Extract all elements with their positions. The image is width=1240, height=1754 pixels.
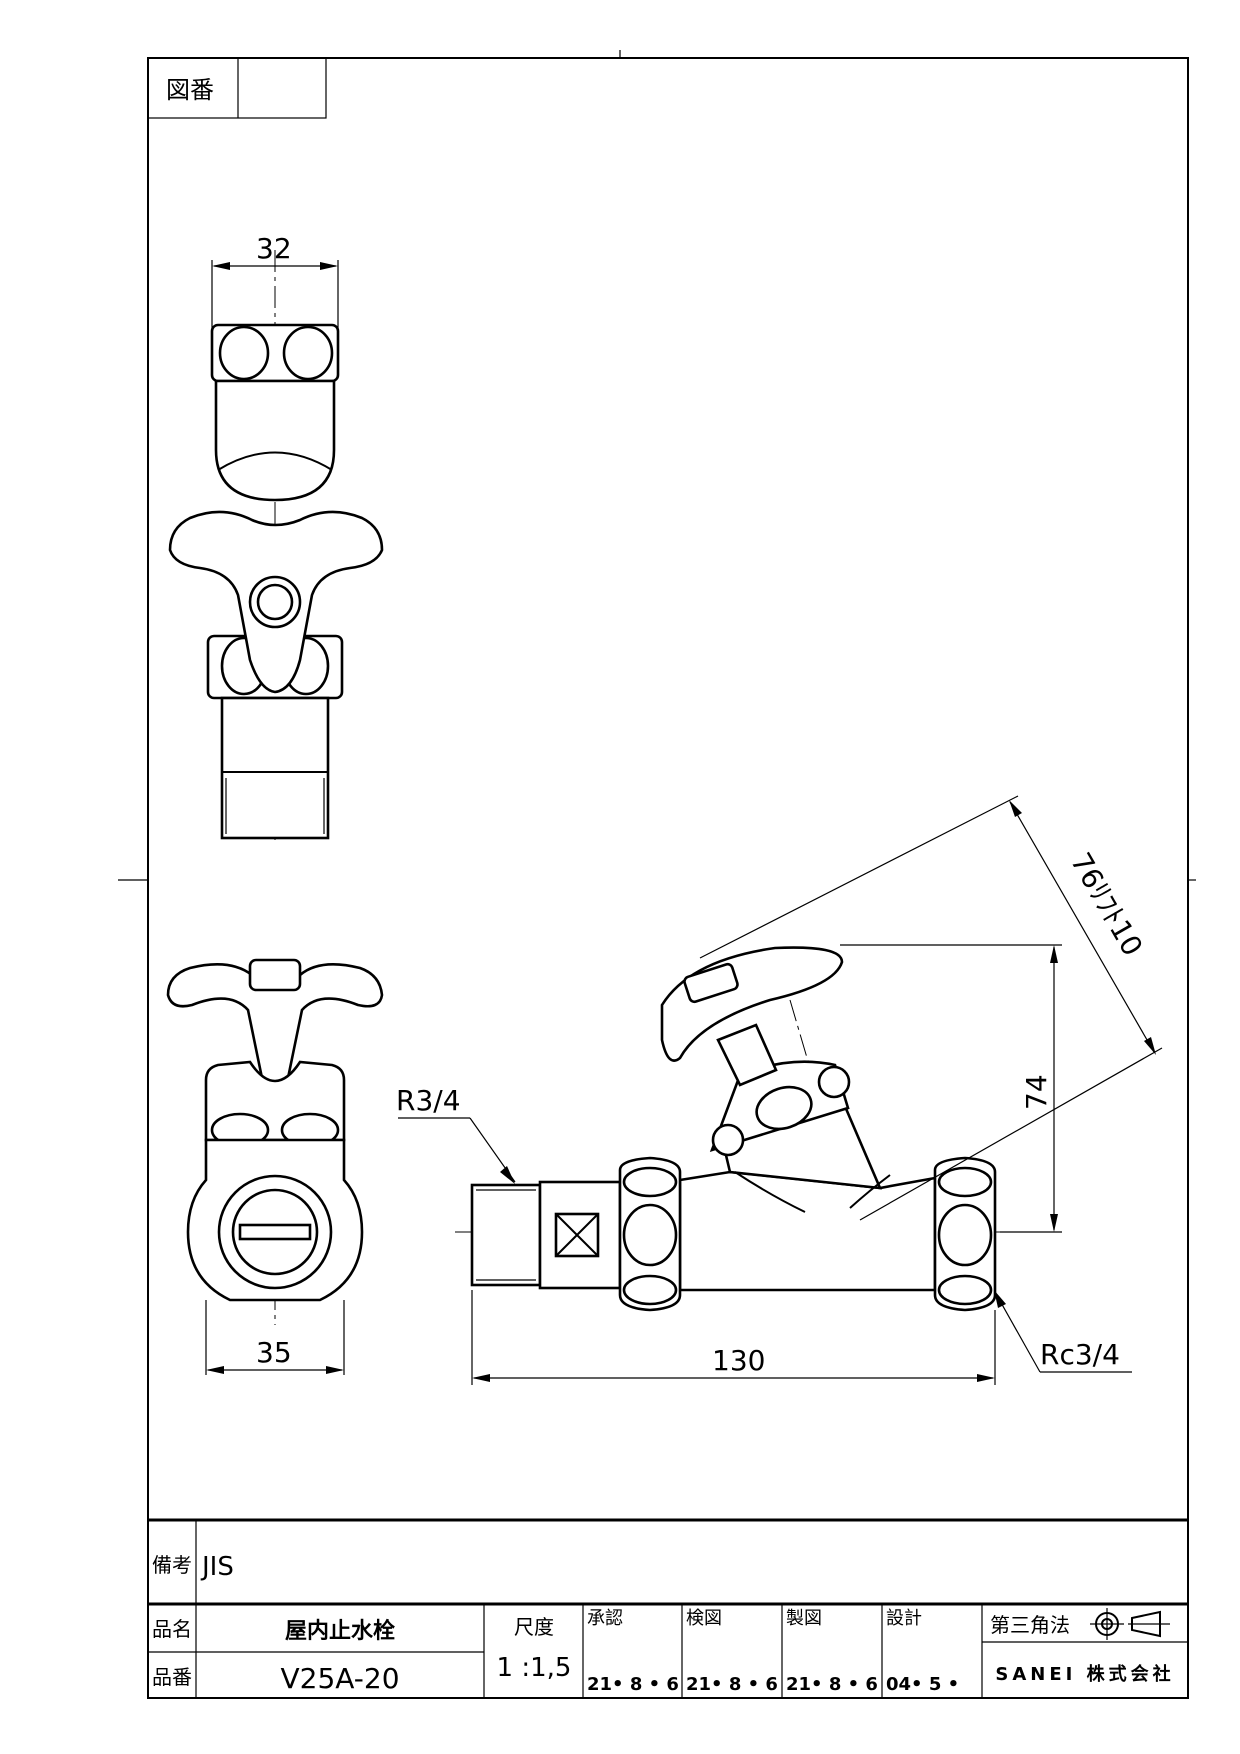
dim-lift-ext-top xyxy=(699,795,1019,959)
dim-32-arrow-right xyxy=(320,262,338,270)
sheet-border xyxy=(147,57,1189,1699)
company-name: SANEI 株式会社 xyxy=(995,1663,1174,1685)
top-nut-flat-right xyxy=(282,325,334,381)
product-name-label: 品名 xyxy=(152,1617,192,1641)
outlet-nut-flat-bottom xyxy=(937,1274,993,1306)
dim-lift-ext-bottom xyxy=(859,1047,1163,1221)
body-contour-2 xyxy=(849,1174,891,1209)
top-body-arc xyxy=(217,451,333,471)
dim-overall-length: 130 xyxy=(712,1344,765,1377)
product-number-label: 品番 xyxy=(152,1665,192,1689)
remarks-label: 備考 xyxy=(152,1553,192,1577)
dim-74-arrow-top xyxy=(1050,945,1058,963)
valve-body xyxy=(678,1170,937,1292)
outlet-nut-flat-mid xyxy=(937,1203,993,1267)
design-label: 設計 xyxy=(886,1608,922,1629)
bonnet-lobe-right xyxy=(817,1065,851,1099)
handle-screw-inner xyxy=(256,583,294,621)
dim-inlet-thread: R3/4 xyxy=(396,1084,461,1117)
side-view: 35 xyxy=(166,958,384,1375)
handle-side-view xyxy=(166,963,384,1094)
scale-label: 尺度 xyxy=(514,1615,554,1639)
drawing-number-box xyxy=(147,57,327,119)
title-block: 備考 JIS 品名 屋内止水栓 品番 V25A-20 尺度 1 :1,5 承認 … xyxy=(148,1518,1188,1698)
handle-front-cap xyxy=(683,962,739,1004)
approval-label: 承認 xyxy=(587,1608,623,1629)
product-name-value: 屋内止水栓 xyxy=(285,1619,395,1644)
dim-lift-arrow-top xyxy=(1009,800,1022,817)
third-angle-projection-icon xyxy=(1090,1608,1170,1640)
top-view: 32 xyxy=(168,232,384,840)
inlet-pipe-top-view xyxy=(220,696,330,840)
wrench-flat-cross-2 xyxy=(555,1213,599,1257)
dim-130-arrow-left xyxy=(472,1374,490,1382)
design-date: 04• 5 • xyxy=(886,1674,959,1695)
dim-height: 74 xyxy=(1020,1074,1053,1110)
check-date: 21• 8 • 6 xyxy=(686,1674,778,1695)
inlet-nut-flat-mid xyxy=(622,1203,678,1267)
projection-label: 第三角法 xyxy=(990,1613,1070,1637)
dim-lift-line xyxy=(1009,801,1155,1053)
port-slot xyxy=(238,1223,312,1241)
inlet-nut-flat-bottom xyxy=(622,1274,678,1306)
product-number-value: V25A-20 xyxy=(280,1662,399,1695)
valve-stem xyxy=(716,1023,778,1087)
inlet-thread-leader-arrow xyxy=(500,1166,515,1184)
dim-lift: 76ﾘﾌﾄ10 xyxy=(1064,847,1149,962)
dim-side-width: 35 xyxy=(256,1336,292,1369)
bonnet-flat xyxy=(755,1085,813,1131)
dim-lift-arrow-bottom xyxy=(1144,1037,1156,1055)
inlet-thread xyxy=(470,1183,542,1287)
dim-74-arrow-bottom xyxy=(1050,1214,1058,1232)
front-view: R3/4 Rc3/4 130 74 76ﾘﾌﾄ10 xyxy=(396,795,1163,1385)
drawing-number-label: 図番 xyxy=(166,76,214,104)
drafting-date: 21• 8 • 6 xyxy=(786,1674,878,1695)
handle-cap xyxy=(248,958,302,992)
outlet-thread-leader-arrow xyxy=(994,1290,1006,1308)
scale-value: 1 :1,5 xyxy=(497,1653,572,1683)
dim-top-width: 32 xyxy=(256,232,292,265)
outlet-nut-flat-top xyxy=(937,1166,993,1198)
dim-130-arrow-right xyxy=(977,1374,995,1382)
top-nut-flat-left xyxy=(218,325,270,381)
check-label: 検図 xyxy=(686,1608,722,1629)
bonnet-lobe-left xyxy=(711,1123,745,1157)
drafting-label: 製図 xyxy=(786,1608,822,1629)
body-contour-1 xyxy=(734,1171,806,1213)
top-body xyxy=(214,379,336,502)
remarks-value: JIS xyxy=(200,1552,234,1582)
dim-outlet-thread: Rc3/4 xyxy=(1040,1338,1120,1371)
dim-35-arrow-right xyxy=(326,1366,344,1374)
dim-35-arrow-left xyxy=(206,1366,224,1374)
dim-32-arrow-left xyxy=(212,262,230,270)
inlet-nut-flat-top xyxy=(622,1166,678,1198)
approval-date: 21• 8 • 6 xyxy=(587,1674,679,1695)
